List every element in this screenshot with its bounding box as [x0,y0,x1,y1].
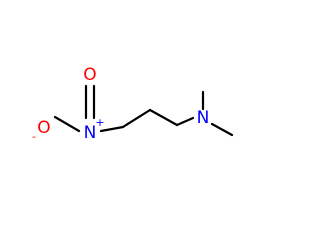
nitro-nitrogen-label: N [84,123,97,143]
bond-c3-n [175,116,195,127]
nitro-nitrogen-charge: + [95,116,104,129]
amine-nitrogen-label: N [197,108,210,128]
molecule-structure: O N + O - N [32,65,234,143]
bond-c2-c3 [148,108,179,127]
bond-c1-c2 [121,108,152,129]
bond-n-c1 [99,125,125,133]
oxygen-top-label: O [83,65,96,85]
structure-canvas: O N + O - N [32,65,234,143]
oxygen-left-label: O [37,118,50,138]
oxygen-left-charge: - [32,130,36,143]
bond-n-o-single [53,115,81,133]
bond-n-methyl-right [210,122,234,137]
